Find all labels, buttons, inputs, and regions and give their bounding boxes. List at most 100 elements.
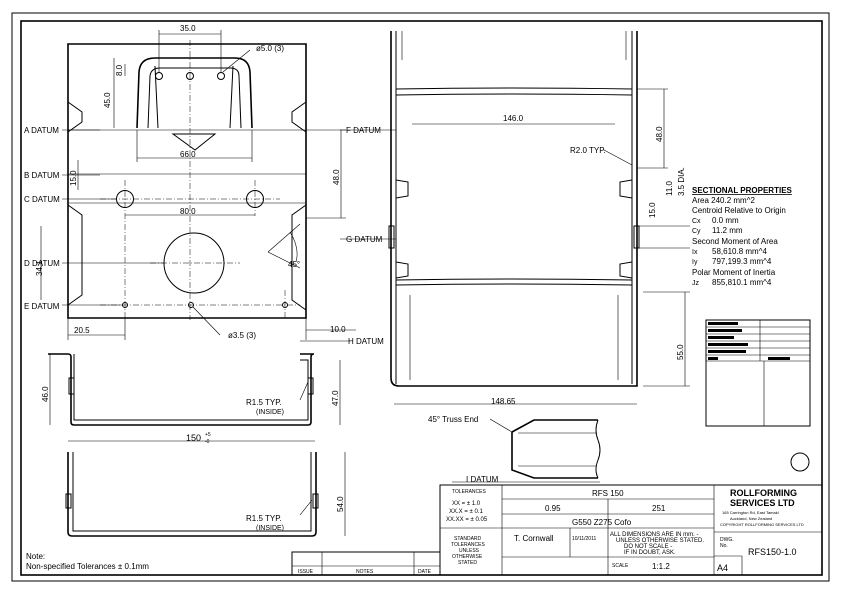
date-value: 10/11/2011 [572,536,597,542]
dim-48-elev: 48.0 [655,126,664,142]
props-jz-value: 855,810.1 mm^4 [712,278,772,287]
dim-14865: 148.65 [491,397,516,406]
col-issue: ISSUE [298,569,314,575]
datum-b: B DATUM [24,171,60,180]
company-name-2: SERVICES LTD [730,498,795,508]
dim-15: 15.0 [69,170,78,186]
title-block: ISSUE NOTES DATE TOLERANCES XX = ± 1.0 X… [291,484,823,576]
radius-note-2: (INSIDE) [256,409,284,416]
props-second-moment: Second Moment of Area [692,237,778,246]
dim-34: 34.1 [35,260,44,276]
std-3: UNLESS [459,548,480,554]
props-jz-label: Jz [692,280,700,287]
props-iy-value: 797,199.3 mm^4 [712,257,772,266]
general-note: Note: Non-specified Tolerances ± 0.1mm [26,552,149,571]
holes-top-label: ø5.0 (3) [256,44,284,53]
tol-plus: +5 [205,432,211,438]
dim-45: 45.0 [103,92,112,108]
radius-note-lower-1: R1.5 TYP. [246,514,282,523]
dim-54: 54.0 [336,496,345,512]
props-cy-value: 11.2 mm [712,226,743,235]
truss-end-detail: 45° Truss End I DATUM [428,415,601,484]
upper-section-view: 46.0 47.0 150 +5 -0 R1.5 TYP. (INSIDE) H… [41,337,384,445]
props-cy-label: Cy [692,228,701,235]
revision-table [705,319,811,427]
plan-view: 35.0 ø5.0 (3) 8.0 45.0 66.0 15.0 80.0 34… [35,24,356,340]
dim-55: 55.0 [676,344,685,360]
datum-e: E DATUM [24,302,60,311]
dwg-label: DWG. [720,537,734,543]
props-iy-label: Iy [692,259,698,266]
datum-i: I DATUM [466,475,499,484]
note-all-dims: ALL DIMENSIONS ARE IN mm. - [610,532,698,538]
radius-note-lower-2: (INSIDE) [256,525,284,532]
props-cx-value: 0.0 mm [712,216,739,225]
datum-d: D DATUM [24,259,60,268]
elevation-view: 146.0 48.0 R2.0 TYP. 3.5 DIA. 11.0 15.0 … [340,31,690,406]
dim-146: 146.0 [503,114,524,123]
props-ix-label: Ix [692,249,698,256]
props-polar: Polar Moment of Inertia [692,268,776,277]
company-address-1: 165 Carrington Rd, East Tamaki [722,510,779,515]
datum-g: G DATUM [346,235,383,244]
props-cx-label: Cx [692,218,701,225]
dim-35dia: 3.5 DIA. [677,167,686,196]
note-title: Note: [26,552,45,561]
tol-x: XX = ± 1.0 [452,501,481,507]
dim-47: 47.0 [331,390,340,406]
tol-title: TOLERANCES [452,489,486,495]
std-5: STATED [458,560,477,566]
dim-10: 10.0 [330,325,346,334]
sheet-size: A4 [717,563,728,573]
copyright: COPYRIGHT ROLLFORMING SERVICES LTD [720,522,804,527]
dwg-number: RFS150-1.0 [748,547,797,557]
dim-66: 66.0 [180,150,196,159]
no-label: No. [720,543,728,549]
drawn-by-value: T. Cornwall [514,534,554,543]
std-1: STANDARD [454,536,482,542]
datum-a: A DATUM [24,126,59,135]
dim-11: 11.0 [665,180,674,196]
inner-frame [20,20,823,576]
dim-150: 150 [186,433,201,443]
elev-radius-note: R2.0 TYP. [570,146,606,155]
strip-width-value: 251 [652,504,666,513]
datum-f: F DATUM [346,126,381,135]
company-address-2: Auckland, New Zealand [730,516,772,521]
props-area: Area 240.2 mm^2 [692,196,755,205]
tol-minus: -0 [205,439,210,445]
col-date: DATE [418,569,432,575]
thickness-value: 0.95 [545,504,561,513]
note-do-not: DO NOT SCALE - [624,544,672,550]
material-value: G550 Z275 Cofo [572,518,632,527]
plan-datums: A DATUM B DATUM C DATUM D DATUM E DATUM [24,126,164,311]
std-4: OTHERWISE [452,554,483,560]
props-centroid: Centroid Relative to Origin [692,206,786,215]
dim-8: 8.0 [115,64,124,76]
lower-section-view: 54.0 R1.5 TYP. (INSIDE) [65,452,346,537]
note-doubt: IF IN DOUBT, ASK. [624,550,676,556]
note-unless: UNLESS OTHERWISE STATED. [616,538,704,544]
props-ix-value: 58,610.8 mm^4 [712,247,767,256]
dim-35: 35.0 [180,24,196,33]
tol-xx: XX.X = ± 0.1 [449,509,483,515]
projection-circle [790,452,810,472]
dim-205: 20.5 [74,326,90,335]
radius-note-1: R1.5 TYP. [246,398,282,407]
datum-c: C DATUM [24,195,60,204]
dim-80: 80.0 [180,207,196,216]
dim-45deg: 45° [288,260,300,269]
scale-value: 1:1.2 [652,562,670,571]
col-notes: NOTES [356,569,374,575]
scale-label: SCALE [612,563,629,569]
sectional-properties: SECTIONAL PROPERTIES Area 240.2 mm^2 Cen… [692,186,793,287]
truss-end-label: 45° Truss End [428,415,478,424]
profile-value: RFS 150 [592,489,624,498]
dim-46: 46.0 [41,386,50,402]
outer-frame [11,12,830,582]
tol-xxx: XX.XX = ± 0.05 [446,517,488,523]
holes-bottom-label: ø3.5 (3) [228,331,256,340]
dim-48: 48.0 [332,169,341,185]
